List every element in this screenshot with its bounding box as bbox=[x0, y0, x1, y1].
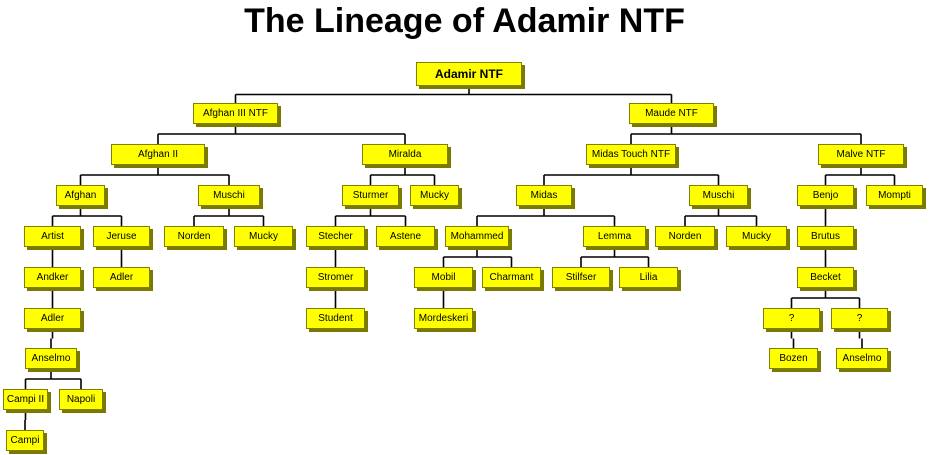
node-malve-ntf: Malve NTF bbox=[818, 144, 904, 165]
node-muschi-2: Muschi bbox=[689, 185, 748, 206]
node-stecher: Stecher bbox=[306, 226, 365, 247]
node-miralda: Miralda bbox=[362, 144, 448, 165]
node-becket: Becket bbox=[797, 267, 854, 288]
node-benjo: Benjo bbox=[797, 185, 854, 206]
node-lemma: Lemma bbox=[583, 226, 646, 247]
node-charmant: Charmant bbox=[482, 267, 541, 288]
node-afghan-iii-ntf: Afghan III NTF bbox=[193, 103, 278, 124]
node-mobil: Mobil bbox=[414, 267, 473, 288]
node-midas-touch-ntf: Midas Touch NTF bbox=[586, 144, 676, 165]
node-brutus: Brutus bbox=[797, 226, 854, 247]
node-unknown-1: ? bbox=[763, 308, 820, 329]
node-mucky-1: Mucky bbox=[234, 226, 293, 247]
node-mucky-2: Mucky bbox=[410, 185, 459, 206]
node-norden-2: Norden bbox=[655, 226, 715, 247]
node-lilia: Lilia bbox=[619, 267, 678, 288]
node-muschi-1: Muschi bbox=[198, 185, 260, 206]
node-mordeskeri: Mordeskeri bbox=[414, 308, 473, 329]
node-mucky-3: Mucky bbox=[726, 226, 787, 247]
node-campi-ii: Campi II bbox=[3, 389, 48, 410]
node-anselmo-2: Anselmo bbox=[836, 348, 888, 369]
node-mohammed: Mohammed bbox=[445, 226, 509, 247]
node-unknown-2: ? bbox=[831, 308, 888, 329]
node-sturmer: Sturmer bbox=[342, 185, 399, 206]
node-maude-ntf: Maude NTF bbox=[629, 103, 714, 124]
node-afghan: Afghan bbox=[56, 185, 105, 206]
node-andker: Andker bbox=[24, 267, 81, 288]
node-artist: Artist bbox=[24, 226, 81, 247]
node-mompti: Mompti bbox=[866, 185, 923, 206]
node-anselmo-1: Anselmo bbox=[25, 348, 77, 369]
node-adamir-ntf: Adamir NTF bbox=[416, 62, 522, 86]
node-astene: Astene bbox=[376, 226, 435, 247]
node-afghan-ii: Afghan II bbox=[111, 144, 205, 165]
node-bozen: Bozen bbox=[769, 348, 818, 369]
node-student: Student bbox=[306, 308, 365, 329]
node-campi: Campi bbox=[6, 430, 44, 451]
node-stilfser: Stilfser bbox=[552, 267, 610, 288]
node-midas: Midas bbox=[516, 185, 572, 206]
node-stromer: Stromer bbox=[306, 267, 365, 288]
node-napoli: Napoli bbox=[59, 389, 103, 410]
node-norden-1: Norden bbox=[164, 226, 224, 247]
node-adler-2: Adler bbox=[93, 267, 150, 288]
node-jeruse: Jeruse bbox=[93, 226, 150, 247]
page-title: The Lineage of Adamir NTF bbox=[244, 2, 685, 40]
node-adler-1: Adler bbox=[24, 308, 81, 329]
